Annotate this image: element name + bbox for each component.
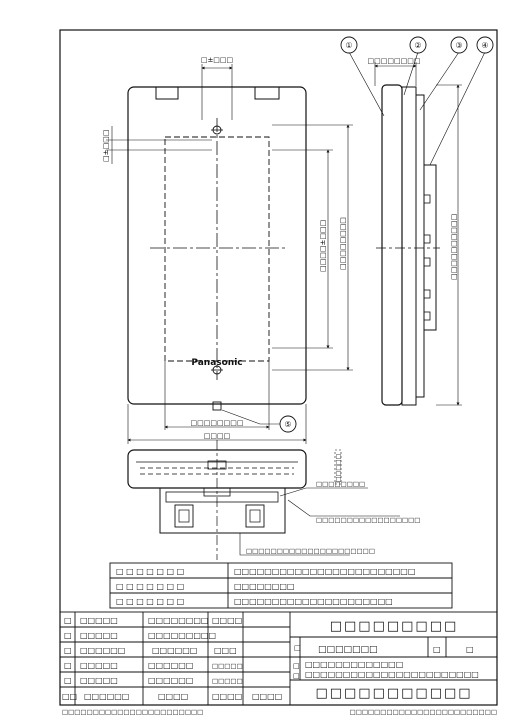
dim-top-pitch: □±□□□ xyxy=(201,56,233,64)
footer-left: □□□□□□□□□□□□□□□□□□□□□□□ xyxy=(62,708,203,716)
tb-row-2-b: □□□□□□□□□ xyxy=(148,631,216,640)
dim-outer-height: □□□□□□□□ xyxy=(339,217,347,270)
top-tab-left xyxy=(155,86,179,100)
parts-table xyxy=(109,562,453,609)
bottom-notch xyxy=(212,401,222,411)
dim-side-thickness: □□□□□□□□ xyxy=(368,57,421,65)
side-frame xyxy=(401,86,417,406)
tb-drawing-no: □□□□□□□□□□□ xyxy=(315,686,472,701)
dim-bottom-outer-width: □□□□ xyxy=(204,432,230,440)
tb-row-5-c: □□□□□ xyxy=(212,677,243,685)
svg-text:③: ③ xyxy=(455,41,462,50)
parts-row-3-text: □□□□□□□□□□□□□□□□□□□□□ xyxy=(234,597,393,606)
tb-row-4-c: □□□□□ xyxy=(212,662,243,670)
title-block-rows: □ □□□□□ □□□□□□□□ □□□□ □ □□□□□ □□□□□□□□□ … xyxy=(62,616,282,701)
tb-row-6-num: □□ xyxy=(62,692,77,701)
callout-4: ④ xyxy=(476,36,494,54)
tb-row-3-num: □ xyxy=(64,646,72,655)
terminal-right xyxy=(245,504,265,528)
tb-code-box1: □ xyxy=(433,645,441,654)
front-plate-outline xyxy=(127,86,307,405)
tb-desc-line1: □□□□□□□□□□□□□ xyxy=(305,660,403,669)
svg-text:⑤: ⑤ xyxy=(284,420,291,429)
top-tab-right xyxy=(254,86,280,100)
dim-left-pitch: □±□□□ xyxy=(102,130,110,162)
tb-row-6-a: □□□□□□ xyxy=(84,692,129,701)
terminal-left xyxy=(174,504,194,528)
front-view xyxy=(106,64,353,444)
parts-row-3-label: □ □ □ □ □ □ □ xyxy=(116,597,184,606)
svg-text:④: ④ xyxy=(481,41,488,50)
tb-row-4-b: □□□□□□ xyxy=(148,661,193,670)
tb-desc-label-2: □ xyxy=(293,672,300,680)
parts-row-1-label: □ □ □ □ □ □ □ xyxy=(116,567,184,576)
tb-row-6-d: □□□□ xyxy=(252,692,282,701)
dim-side-height: □□□□□□□□□□ xyxy=(450,214,458,280)
tb-row-2-a: □□□□□ xyxy=(80,631,118,640)
tb-title-top: □□□□□□□□□ xyxy=(330,619,459,634)
tb-row-6-b: □□□□ xyxy=(158,692,188,701)
dim-inner-height: □□□□±□□□ xyxy=(319,220,327,272)
dim-bottom-inner-width: □□□□□□□□ xyxy=(191,419,244,427)
tb-row-3-c: □□□ xyxy=(214,646,237,655)
side-back-plate xyxy=(415,94,425,398)
parts-row-1-text: □□□□□□□□□□□□□□□□□□□□□□□□ xyxy=(234,567,415,576)
note-side-bumps: □□□□□ xyxy=(335,454,342,482)
svg-text:②: ② xyxy=(414,41,421,50)
tb-row-3-b: □□□□□□ xyxy=(152,646,197,655)
side-back-box xyxy=(423,164,437,331)
tb-row-5-num: □ xyxy=(64,676,72,685)
callout-5: ⑤ xyxy=(279,415,297,433)
tb-row-3-a: □□□□□□ xyxy=(80,646,125,655)
tb-row-6-c: □□□□ xyxy=(212,692,242,701)
parts-row-2-label: □ □ □ □ □ □ □ xyxy=(116,582,184,591)
title-block xyxy=(59,611,498,706)
side-view xyxy=(348,51,486,406)
tb-code-label: □ xyxy=(294,644,301,652)
tb-code-box2: □ xyxy=(466,645,474,654)
tb-row-4-a: □□□□□ xyxy=(80,661,118,670)
callout-3: ③ xyxy=(450,36,468,54)
tb-desc-line2: □□□□□□□□□□□□□□□□□□□□□□□ xyxy=(305,670,479,679)
tb-row-2-num: □ xyxy=(64,631,72,640)
tb-row-5-a: □□□□□ xyxy=(80,676,118,685)
note-2: □□□□□□□□□□□□□□□□□ xyxy=(316,516,420,524)
parts-row-2-text: □□□□□□□□ xyxy=(234,582,294,591)
svg-text:①: ① xyxy=(345,41,352,50)
tb-row-5-b: □□□□□□ xyxy=(148,676,193,685)
tb-row-1-num: □ xyxy=(64,616,72,625)
callout-2: ② xyxy=(409,36,427,54)
brand-logo: Panasonic xyxy=(191,358,242,368)
note-3: □□□□□□□□□□□□□□□□□□□□□ xyxy=(246,547,375,555)
tb-row-1-a: □□□□□ xyxy=(80,616,118,625)
callout-1: ① xyxy=(340,36,358,54)
tb-row-1-b: □□□□□□□□ xyxy=(148,616,208,625)
side-body xyxy=(381,84,403,406)
tb-row-4-num: □ xyxy=(64,661,72,670)
bottom-view xyxy=(127,440,400,560)
tb-row-1-c: □□□□ xyxy=(212,616,242,625)
tb-code-value: □□□□□□□ xyxy=(318,645,378,655)
note-1: □□□□□□□□ xyxy=(316,480,365,488)
footer-right: □□□□□□□□□□□□□□□□□□□□□□□□ xyxy=(350,708,497,716)
tb-desc-label-1: □ xyxy=(293,662,300,670)
